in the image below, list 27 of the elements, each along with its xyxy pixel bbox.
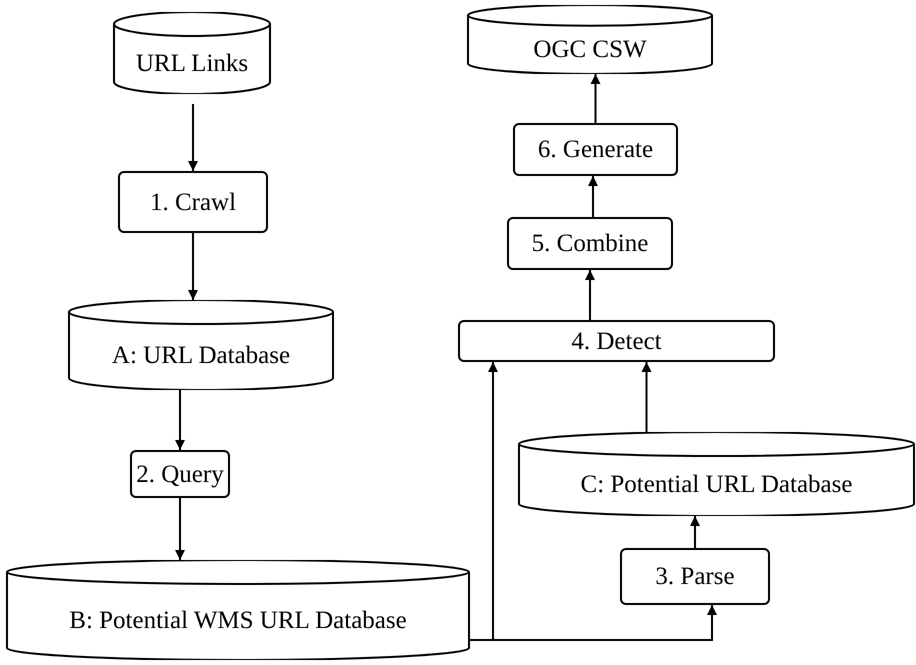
arrow <box>470 605 717 641</box>
node-label: 5. Combine <box>532 231 648 256</box>
node-label: 6. Generate <box>538 137 654 162</box>
process-box <box>458 320 775 362</box>
process-box <box>507 217 673 270</box>
arrow <box>585 270 595 320</box>
process-box <box>620 548 770 605</box>
node-label: C: Potential URL Database <box>580 472 852 496</box>
node-label: 3. Parse <box>655 564 735 589</box>
arrow <box>175 498 185 560</box>
arrow <box>590 74 600 123</box>
process-box <box>118 171 268 233</box>
arrow <box>588 176 598 217</box>
node-label: B: Potential WMS URL Database <box>69 608 407 632</box>
node-label: 4. Detect <box>571 328 662 354</box>
arrow <box>188 104 198 171</box>
arrow <box>175 390 185 450</box>
node-label: URL Links <box>136 50 248 76</box>
arrow <box>188 233 198 300</box>
node-label: 1. Crawl <box>150 190 236 214</box>
process-box <box>513 123 678 176</box>
process-box <box>130 450 230 498</box>
node-label: A: URL Database <box>112 342 290 368</box>
node-label: 2. Query <box>136 462 224 486</box>
arrow <box>690 516 700 548</box>
arrow <box>642 362 652 432</box>
node-label: OGC CSW <box>533 37 647 62</box>
